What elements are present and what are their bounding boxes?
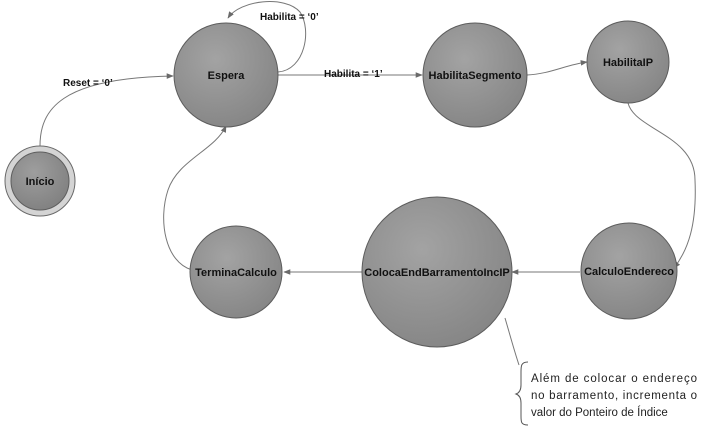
note-brace — [514, 361, 529, 426]
state-espera-label: Espera — [208, 70, 246, 82]
state-calculo-endereco-label: CalculoEndereco — [584, 266, 674, 278]
note-connector — [504, 317, 520, 366]
annotation-note: Além de colocar o endereço no barramento… — [514, 361, 697, 426]
state-coloca-end-label: ColocaEndBarramentoIncIP — [364, 267, 509, 279]
state-inicio: Início — [4, 145, 76, 217]
transition-reset — [39, 73, 174, 147]
transition-termina-to-espera — [163, 125, 227, 271]
state-calculo-endereco: CalculoEndereco — [580, 222, 678, 320]
note-line-2: no barramento, incrementa o — [531, 390, 697, 402]
note-line-1: Além de colocar o endereço — [531, 373, 697, 385]
label-reset: Reset = ‘0’ — [63, 78, 113, 89]
transition-self-loop — [227, 1, 307, 73]
label-habilita-one: Habilita = ‘1’ — [324, 69, 383, 80]
state-termina-calculo-label: TerminaCalculo — [195, 267, 277, 279]
label-habilita-zero: Habilita = ‘0’ — [260, 12, 319, 23]
state-termina-calculo: TerminaCalculo — [189, 225, 283, 319]
state-inicio-label: Início — [26, 176, 55, 188]
state-espera: Espera — [173, 22, 279, 128]
transition-ip-to-calculo — [627, 102, 696, 269]
transitions — [39, 1, 696, 366]
state-habilita-segmento-label: HabilitaSegmento — [429, 70, 522, 82]
state-habilita-segmento: HabilitaSegmento — [422, 22, 528, 128]
state-coloca-end: ColocaEndBarramentoIncIP — [361, 196, 513, 348]
state-habilita-ip-label: HabilitaIP — [603, 57, 653, 69]
note-line-3: valor do Ponteiro de Índice — [531, 406, 668, 419]
transition-seg-to-ip — [526, 60, 588, 76]
state-habilita-ip: HabilitaIP — [586, 20, 670, 104]
